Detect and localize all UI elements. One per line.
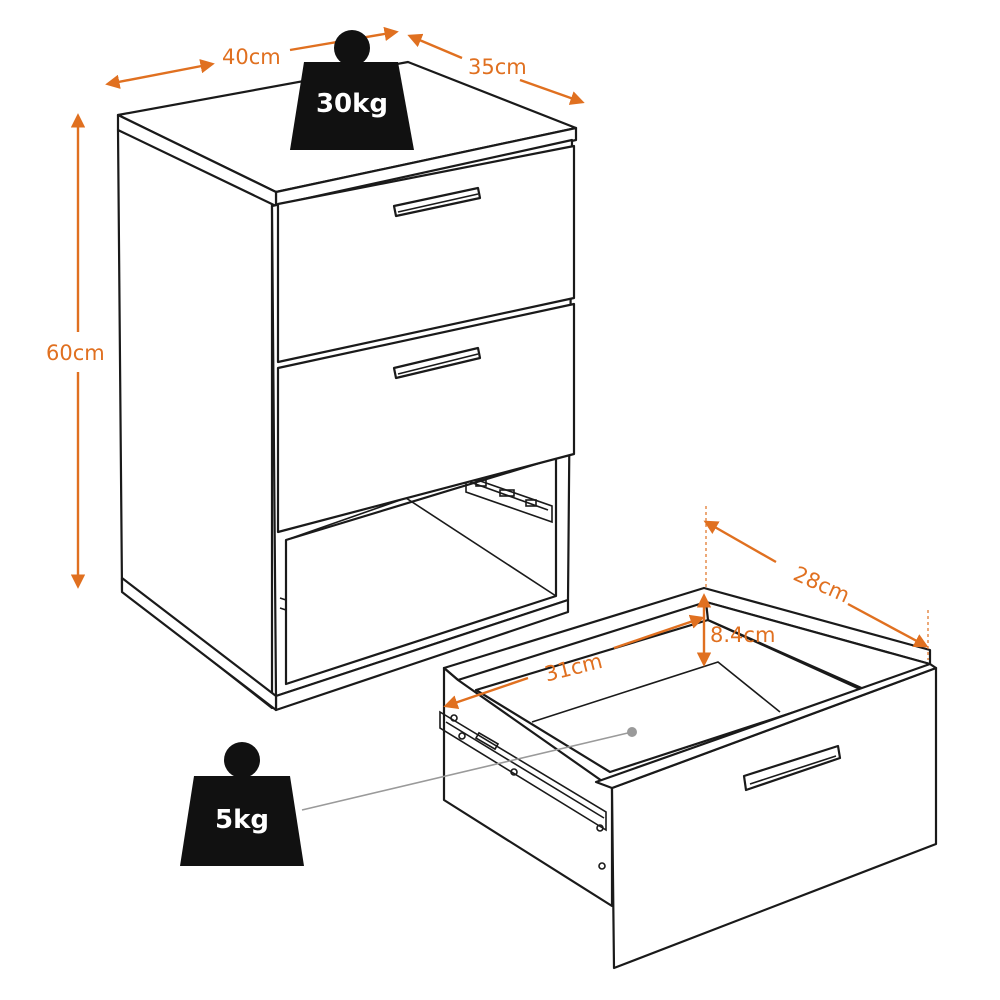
rail-screw <box>450 714 458 722</box>
drawer-2-front <box>276 302 576 534</box>
nightstand-cabinet <box>116 60 578 712</box>
runner-line <box>279 597 287 601</box>
extracted-drawer <box>439 586 938 970</box>
drawer-2-handle <box>392 346 482 380</box>
runner-slot <box>475 479 487 487</box>
top-load-label: 30kg <box>316 89 388 119</box>
cabinet-drawer-runner <box>465 474 553 524</box>
weight-knob <box>224 742 260 778</box>
handle-bar <box>392 346 482 380</box>
drawer-load-label: 5kg <box>215 805 269 835</box>
cabinet-plinth-side <box>120 576 278 712</box>
runner-rail <box>465 474 553 524</box>
runner-line <box>279 607 287 611</box>
depth-dimension-line-bottom <box>519 78 585 105</box>
handle-groove <box>397 353 479 375</box>
drawer-front-top-edge <box>594 662 938 790</box>
drawer-width-dimension-line-right <box>613 614 705 650</box>
drawer-1-handle <box>392 186 482 218</box>
drawer-depth-label: 28cm <box>790 562 853 608</box>
weight-body <box>180 776 304 866</box>
drawer-load-point <box>627 727 637 737</box>
top-load-weight: 30kg <box>290 30 414 150</box>
drawer-depth-dimension-line-bottom <box>847 602 929 648</box>
drawer-width-dimension-line-left <box>443 676 529 710</box>
rail-line <box>445 721 605 819</box>
rail-screw <box>596 824 604 832</box>
drawer-load-leader-line <box>301 731 633 811</box>
drawer-front-handle <box>742 744 842 792</box>
rail-slot <box>474 731 500 751</box>
drawer-1-front <box>276 144 576 364</box>
height-label: 60cm <box>46 341 105 365</box>
drawer-floor-back <box>531 661 781 723</box>
runner-slot <box>499 489 515 497</box>
depth-label: 35cm <box>468 55 527 79</box>
runner-slot <box>525 499 537 507</box>
weight-knob <box>334 30 370 66</box>
drawer-depth-dimension-line-top <box>703 520 777 564</box>
width-label: 40cm <box>222 45 281 69</box>
cabinet-left-runner <box>279 597 287 611</box>
drawer-load-weight: 5kg <box>180 742 304 866</box>
cabinet-bay-back-edge <box>405 497 557 597</box>
handle-groove <box>397 193 479 213</box>
handle-groove <box>749 755 837 785</box>
rail-screw <box>510 768 518 776</box>
width-dimension-line-left <box>105 59 215 89</box>
rail-screw <box>598 862 606 870</box>
rail-body <box>439 710 607 832</box>
depth-dimension-line-top <box>407 33 463 60</box>
drawer-height-label: 8.4cm <box>710 623 775 647</box>
cabinet-side-panel <box>116 128 274 710</box>
handle-bar <box>392 186 482 218</box>
rail-screw <box>458 732 466 740</box>
drawer-slide-rail <box>439 710 607 870</box>
cabinet-bay-shelf-edge <box>285 497 407 541</box>
weight-body <box>290 62 414 150</box>
handle-bar <box>742 744 842 792</box>
